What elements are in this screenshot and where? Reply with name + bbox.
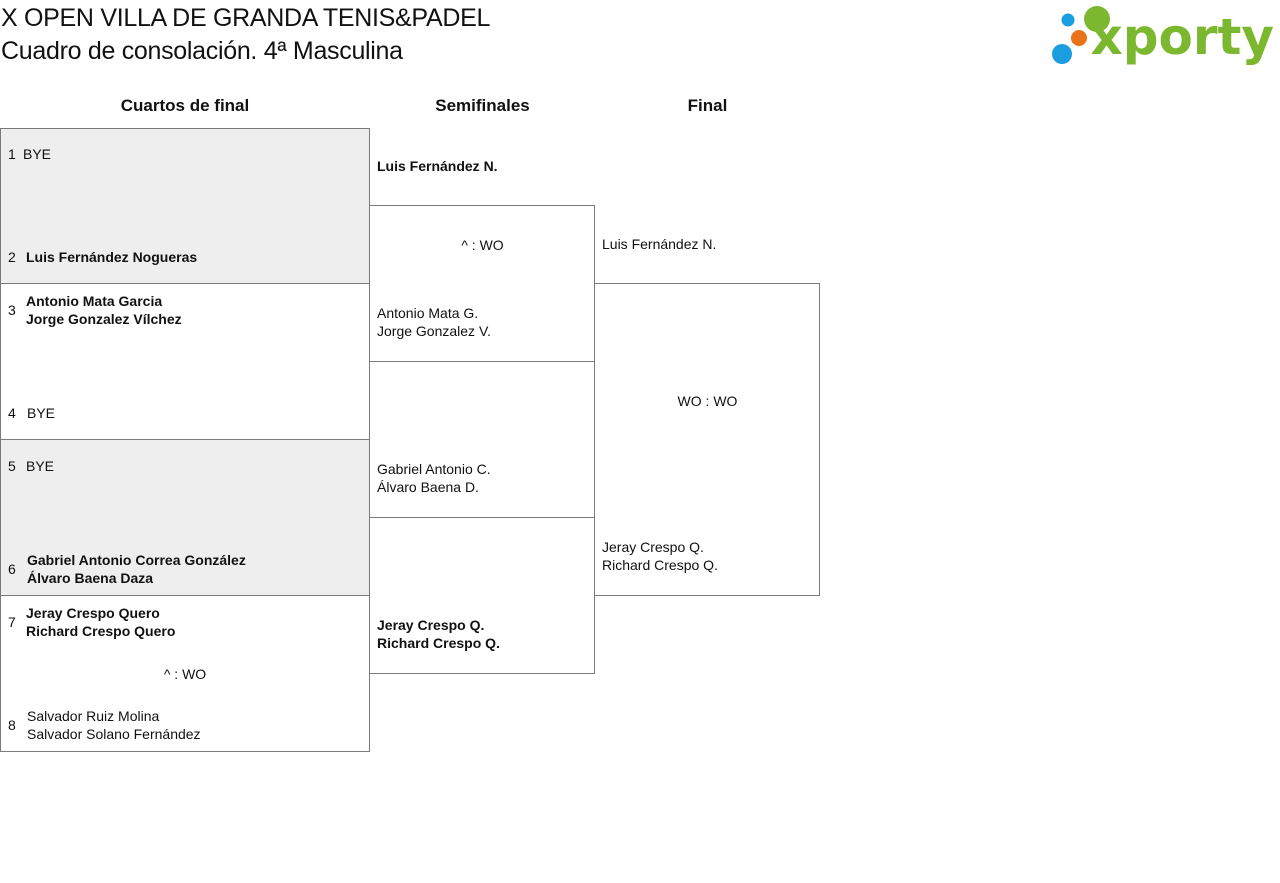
logo-wordmark: xporty	[1090, 8, 1274, 66]
seed-number: 1	[8, 146, 16, 162]
match-score: ^ : WO	[163, 666, 207, 682]
seed-number: 3	[8, 302, 16, 318]
player-name: Gabriel Antonio Correa González	[27, 552, 246, 568]
round-header-final: Final	[687, 96, 728, 115]
page-subtitle: Cuadro de consolación. 4ª Masculina	[1, 37, 403, 65]
player-name: Richard Crespo Q.	[602, 557, 718, 573]
player-name: Salvador Ruiz Molina	[27, 708, 160, 724]
seed-number: 8	[8, 717, 16, 733]
player-name: BYE	[23, 146, 52, 162]
seed-number: 4	[8, 405, 16, 421]
logo-dot-blue-large	[1052, 44, 1072, 64]
round-header-semifinals: Semifinales	[435, 96, 530, 115]
seed-number: 7	[8, 614, 16, 630]
final-match	[594, 283, 820, 596]
seed-number: 5	[8, 458, 16, 474]
seed-number: 6	[8, 561, 16, 577]
seed-number: 2	[8, 249, 16, 265]
player-name: Jorge Gonzalez V.	[377, 323, 491, 339]
logo-dot-green	[1084, 6, 1110, 32]
logo-dot-orange	[1071, 30, 1087, 46]
logo-dot-blue-small	[1061, 13, 1075, 27]
final-score: WO : WO	[677, 393, 738, 409]
player-name: Antonio Mata G.	[377, 305, 479, 321]
player-name: Richard Crespo Quero	[26, 623, 176, 639]
xporty-logo: xporty	[1052, 6, 1274, 66]
player-name: Álvaro Baena Daza	[27, 570, 154, 586]
page-title: X OPEN VILLA DE GRANDA TENIS&PADEL	[1, 4, 491, 32]
player-name: Salvador Solano Fernández	[27, 726, 201, 742]
player-name: Luis Fernández Nogueras	[26, 249, 198, 265]
player-name: Gabriel Antonio C.	[377, 461, 491, 477]
player-name: Antonio Mata Garcia	[26, 293, 163, 309]
player-name: Luis Fernández N.	[602, 236, 717, 252]
player-name: Jeray Crespo Quero	[26, 605, 160, 621]
player-name: BYE	[27, 405, 56, 421]
player-name: Jorge Gonzalez Vílchez	[26, 311, 182, 327]
player-name: BYE	[26, 458, 55, 474]
round-header-quarterfinals: Cuartos de final	[120, 96, 250, 115]
player-name: Richard Crespo Q.	[377, 635, 500, 651]
match-score: ^ : WO	[461, 237, 504, 253]
player-name: Luis Fernández N.	[377, 158, 498, 174]
player-name: Jeray Crespo Q.	[377, 617, 485, 633]
player-name: Jeray Crespo Q.	[602, 539, 704, 555]
player-name: Álvaro Baena D.	[377, 479, 479, 495]
